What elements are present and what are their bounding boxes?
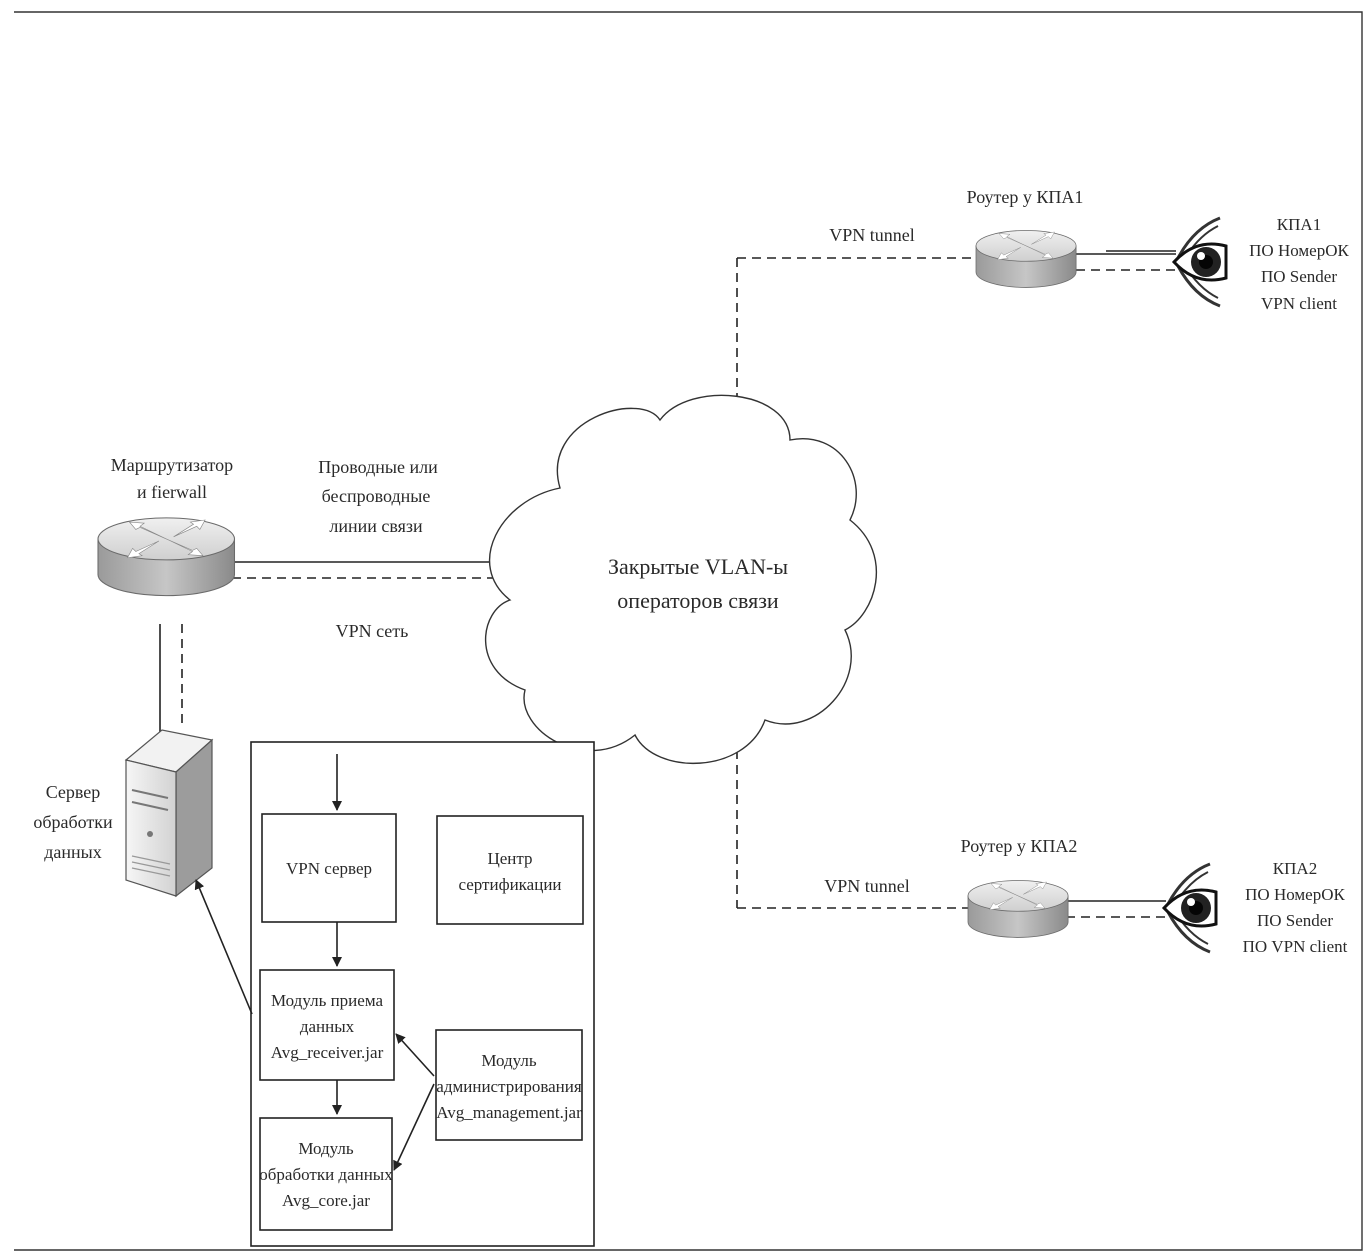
server-label-line1: Сервер	[46, 782, 101, 802]
core-label-line2: обработки данных	[259, 1165, 393, 1184]
receiver-to-server-arrow	[194, 879, 253, 1015]
frame-border	[14, 11, 1363, 1251]
kpa2-router-icon	[967, 880, 1069, 938]
receiver-module-box	[259, 969, 395, 1081]
core-module-box	[259, 1117, 393, 1231]
receiver-label-line3: Avg_receiver.jar	[271, 1043, 384, 1062]
admin-to-core-arrow	[393, 1083, 435, 1171]
kpa2-router-label: Роутер у КПА2	[961, 836, 1078, 856]
core-label-line3: Avg_core.jar	[282, 1191, 370, 1210]
main-router-label-line2: и fierwall	[137, 482, 207, 502]
cert-center-box	[436, 815, 584, 925]
operator-vlan-cloud	[484, 394, 877, 764]
main-router-label-line1: Маршрутизатор	[111, 455, 233, 475]
cloud-label-line2: операторов связи	[617, 588, 779, 613]
kpa2-camera-eye-icon	[1162, 862, 1218, 954]
vpn-network-label: VPN сеть	[336, 621, 409, 641]
server-label-line3: данных	[44, 842, 102, 862]
kpa1-info-line4: VPN client	[1261, 294, 1337, 313]
link-label-line1: Проводные или	[318, 457, 438, 477]
kpa1-tunnel-label: VPN tunnel	[829, 225, 915, 245]
server-icon	[124, 729, 214, 898]
link-label-line2: беспроводные	[322, 486, 431, 506]
kpa1-info-line2: ПО НомерОК	[1249, 241, 1349, 260]
core-label-line1: Модуль	[298, 1139, 354, 1158]
server-label-line2: обработки	[33, 812, 113, 832]
kpa1-info-line1: КПА1	[1277, 215, 1321, 234]
kpa2-tunnel-label: VPN tunnel	[824, 876, 910, 896]
receiver-label-line1: Модуль приема	[271, 991, 383, 1010]
kpa1-camera-eye-icon	[1172, 216, 1228, 308]
kpa2-info-line2: ПО НомерОК	[1245, 885, 1345, 904]
vpn-server-box	[261, 813, 397, 923]
cloud-label-line1: Закрытые VLAN-ы	[608, 554, 788, 579]
kpa1-router-label: Роутер у КПА1	[967, 187, 1084, 207]
kpa1-router-icon	[975, 230, 1077, 288]
admin-label-line3: Avg_management.jar	[436, 1103, 582, 1122]
kpa2-info-line1: КПА2	[1273, 859, 1317, 878]
main-router-icon	[97, 517, 236, 597]
cert-center-label-line2: сертификации	[458, 875, 561, 894]
admin-to-receiver-arrow	[395, 1033, 435, 1077]
admin-label-line1: Модуль	[481, 1051, 537, 1070]
kpa2-info-line3: ПО Sender	[1257, 911, 1333, 930]
admin-module-box	[435, 1029, 583, 1141]
kpa2-info-line4: ПО VPN client	[1243, 937, 1348, 956]
admin-label-line2: администрирования	[436, 1077, 582, 1096]
link-label-line3: линии связи	[329, 516, 423, 536]
vpn-server-label: VPN сервер	[286, 859, 372, 878]
cert-center-label-line1: Центр	[487, 849, 532, 868]
kpa1-info-line3: ПО Sender	[1261, 267, 1337, 286]
receiver-label-line2: данных	[300, 1017, 355, 1036]
